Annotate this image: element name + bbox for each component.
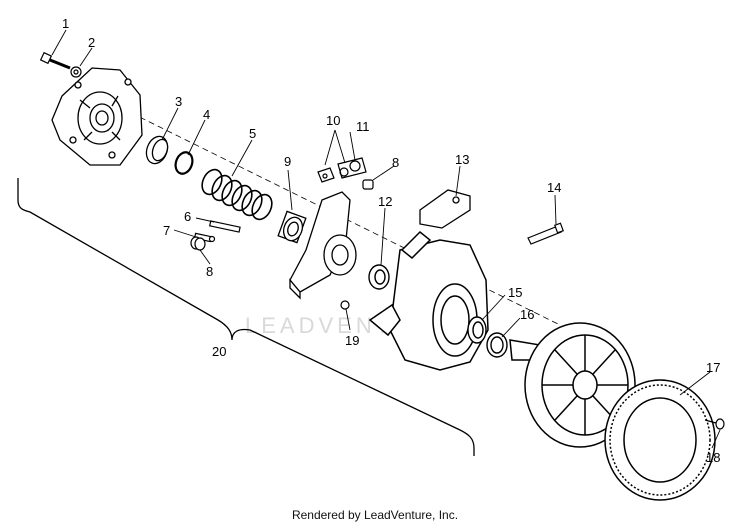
part-2-washer	[70, 66, 82, 78]
fixed-sheave	[509, 322, 636, 448]
callout-9: 9	[284, 154, 291, 169]
part-13-plate	[419, 189, 471, 229]
part-3-bushing	[145, 135, 169, 165]
callout-12: 12	[378, 194, 392, 209]
callout-14: 14	[547, 180, 561, 195]
assembly-bracket	[17, 178, 475, 456]
part-1-bolt	[39, 51, 71, 70]
callout-1: 1	[62, 16, 69, 31]
callout-5: 5	[249, 126, 256, 141]
part-8-roller-upper	[362, 179, 374, 190]
footer-credit: Rendered by LeadVenture, Inc.	[291, 508, 459, 522]
moveable-sheave	[368, 230, 489, 371]
callout-19: 19	[345, 333, 359, 348]
callout-4: 4	[203, 107, 210, 122]
callout-2: 2	[88, 35, 95, 50]
callout-8-lower: 8	[206, 264, 213, 279]
callout-15: 15	[508, 285, 522, 300]
cover-plate	[51, 67, 143, 166]
callout-17: 17	[706, 360, 720, 375]
leader-lines	[51, 29, 721, 449]
part-12-washer	[368, 264, 390, 290]
part-8-roller-lower	[190, 236, 206, 251]
part-4-snap-ring	[174, 151, 194, 175]
callouts: 1 2 3 4 5 6 7 8 9 10 11 8 12 13 14 15 16…	[62, 16, 720, 465]
callout-11: 11	[356, 119, 370, 134]
part-6-pin	[208, 220, 241, 233]
part-5-spring	[201, 168, 273, 221]
part-15-washer	[467, 316, 487, 344]
callout-8-upper: 8	[392, 155, 399, 170]
callout-3: 3	[175, 94, 182, 109]
callout-20: 20	[212, 344, 226, 359]
part-14-pin	[527, 222, 564, 245]
callout-13: 13	[455, 152, 469, 167]
part-10-11-hardware	[317, 157, 367, 183]
callout-16: 16	[520, 307, 534, 322]
part-17-ring-gear	[604, 379, 716, 501]
part-16-ring	[486, 332, 508, 358]
callout-18: 18	[706, 450, 720, 465]
part-18-screw	[704, 418, 725, 430]
part-9-roller-bearing	[277, 210, 307, 244]
part-19-nut	[340, 300, 350, 310]
callout-7: 7	[163, 223, 170, 238]
callout-10: 10	[326, 113, 340, 128]
callout-6: 6	[184, 209, 191, 224]
spider-arm	[289, 191, 357, 300]
